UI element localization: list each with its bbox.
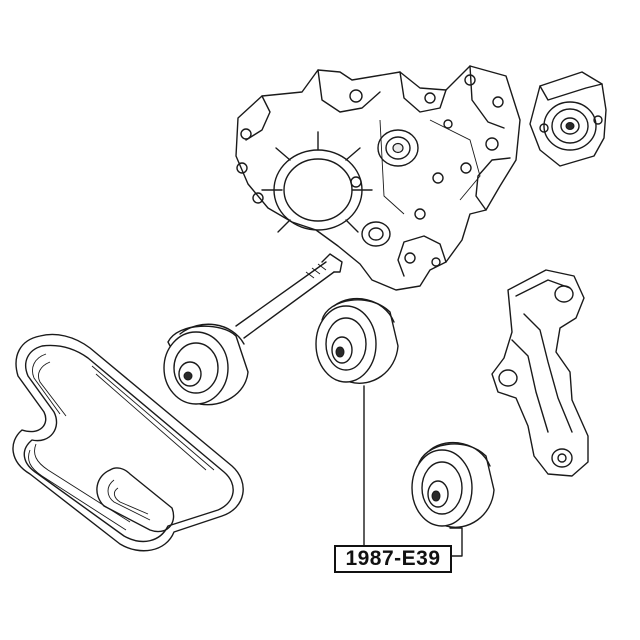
belt-tensioner — [529, 71, 607, 167]
part-number-text: 1987-E39 — [345, 547, 441, 570]
idler-pulley-with-bolt — [163, 253, 343, 406]
engine-timing-cover — [235, 65, 521, 291]
part-number-label: 1987-E39 — [334, 545, 452, 573]
idler-pulley-center — [315, 297, 399, 384]
mounting-bracket — [491, 269, 589, 477]
serpentine-belt — [12, 333, 244, 552]
idler-pulley-lower — [411, 441, 495, 528]
